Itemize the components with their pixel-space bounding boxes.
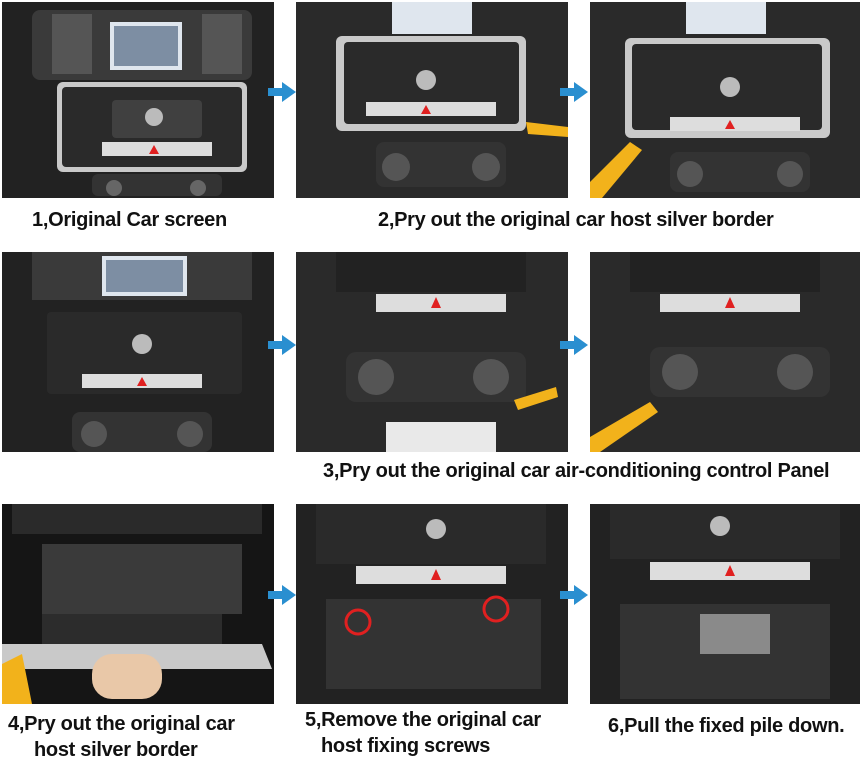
arrow-icon [268,335,296,355]
arrow-icon [560,585,588,605]
caption-step-6: 6,Pull the fixed pile down. [608,715,845,737]
caption-step-2: 2,Pry out the original car host silver b… [378,209,774,231]
arrow-icon [560,335,588,355]
photo-pry-silver-border-2 [590,2,860,198]
photo-pull-fixed-pile [590,504,860,704]
photo-remove-fixing-screws [296,504,568,704]
caption-step-5-line2: host fixing screws [321,735,491,757]
photo-remove-host-border [2,504,274,704]
arrow-icon [268,82,296,102]
photo-ac-panel-1 [2,252,274,452]
caption-step-3: 3,Pry out the original car air-condition… [323,460,830,482]
arrow-icon [268,585,296,605]
photo-ac-panel-2 [296,252,568,452]
caption-step-4-line1: 4,Pry out the original car [8,713,235,735]
photo-pry-silver-border-1 [296,2,568,198]
arrow-icon [560,82,588,102]
photo-ac-panel-3 [590,252,860,452]
caption-step-1: 1,Original Car screen [32,209,227,231]
caption-step-5-line1: 5,Remove the original car [305,709,541,731]
caption-step-4-line2: host silver border [34,739,198,761]
photo-original-car-screen [2,2,274,198]
